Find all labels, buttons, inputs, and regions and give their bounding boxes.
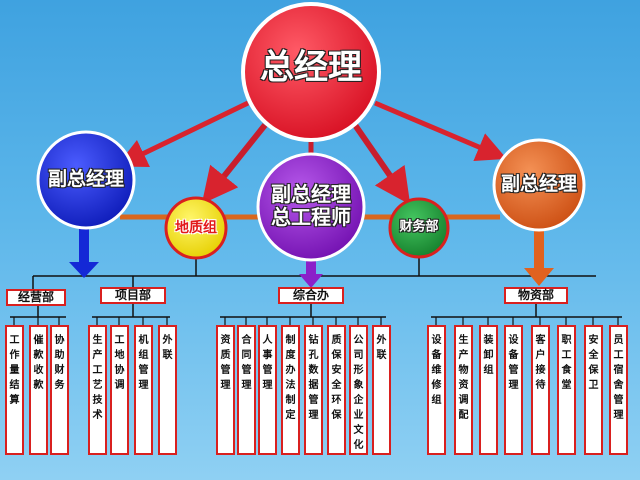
unit-box: 人事管理 — [258, 325, 277, 455]
unit-box: 工作量结算 — [5, 325, 24, 455]
unit-box: 质保安全环保 — [327, 325, 346, 455]
unit-box: 生产工艺技术 — [88, 325, 107, 455]
dept-xiangmu: 项目部 — [100, 287, 166, 304]
unit-box: 合同管理 — [237, 325, 256, 455]
vp-center-circle — [256, 152, 366, 262]
vp-center-arrow-shaft — [306, 260, 316, 276]
finance-dept-circle — [388, 197, 450, 259]
geology-group-label: 地质组 — [175, 219, 217, 236]
dept-wuzi: 物资部 — [504, 287, 568, 304]
vp-center-arrow-head — [299, 274, 323, 288]
unit-box: 机组管理 — [134, 325, 153, 455]
vp-left-label: 副总经理 — [47, 168, 125, 191]
unit-box: 生产物资调配 — [454, 325, 473, 455]
unit-tick-marks — [13, 317, 619, 325]
general-manager-circle — [241, 2, 381, 142]
vp-left-arrow-head — [69, 262, 99, 278]
arrow-gm-to-vp-right — [374, 100, 507, 161]
vp-center-label: 副总经理 总工程师 — [271, 182, 351, 229]
unit-box: 员工宿舍管理 — [609, 325, 628, 455]
geology-group-circle — [164, 196, 228, 260]
unit-box: 外联 — [158, 325, 177, 455]
arrow-gm-to-finance — [352, 123, 411, 205]
finance-dept-label: 财务部 — [399, 219, 439, 235]
unit-box: 协助财务 — [50, 325, 69, 455]
arrow-gm-to-vp-left — [116, 100, 250, 167]
unit-box: 钻孔数据管理 — [304, 325, 323, 455]
unit-box: 装卸组 — [479, 325, 498, 455]
unit-box: 客户接待 — [531, 325, 550, 455]
unit-box: 外联 — [372, 325, 391, 455]
unit-box: 催款收款 — [29, 325, 48, 455]
unit-box: 安全保卫 — [584, 325, 603, 455]
unit-box: 职工食堂 — [557, 325, 576, 455]
arrow-gm-to-geology — [201, 123, 268, 205]
unit-box: 设备维修组 — [427, 325, 446, 455]
vp-left-circle — [36, 130, 136, 230]
unit-box: 设备管理 — [504, 325, 523, 455]
vp-left-arrow-shaft — [79, 228, 89, 264]
vp-right-label: 副总经理 — [500, 173, 578, 196]
unit-box: 工地协调 — [110, 325, 129, 455]
dept-jingying: 经营部 — [6, 289, 66, 306]
vp-right-circle — [492, 138, 586, 232]
dept-zonghe: 综合办 — [278, 287, 344, 304]
vp-right-arrow-shaft — [534, 225, 544, 270]
unit-box: 制度办法制定 — [281, 325, 300, 455]
unit-box: 公司形象企业文化 — [349, 325, 368, 455]
vp-right-arrow-head — [524, 268, 554, 286]
unit-box: 资质管理 — [216, 325, 235, 455]
general-manager-label: 总经理 — [260, 47, 362, 88]
